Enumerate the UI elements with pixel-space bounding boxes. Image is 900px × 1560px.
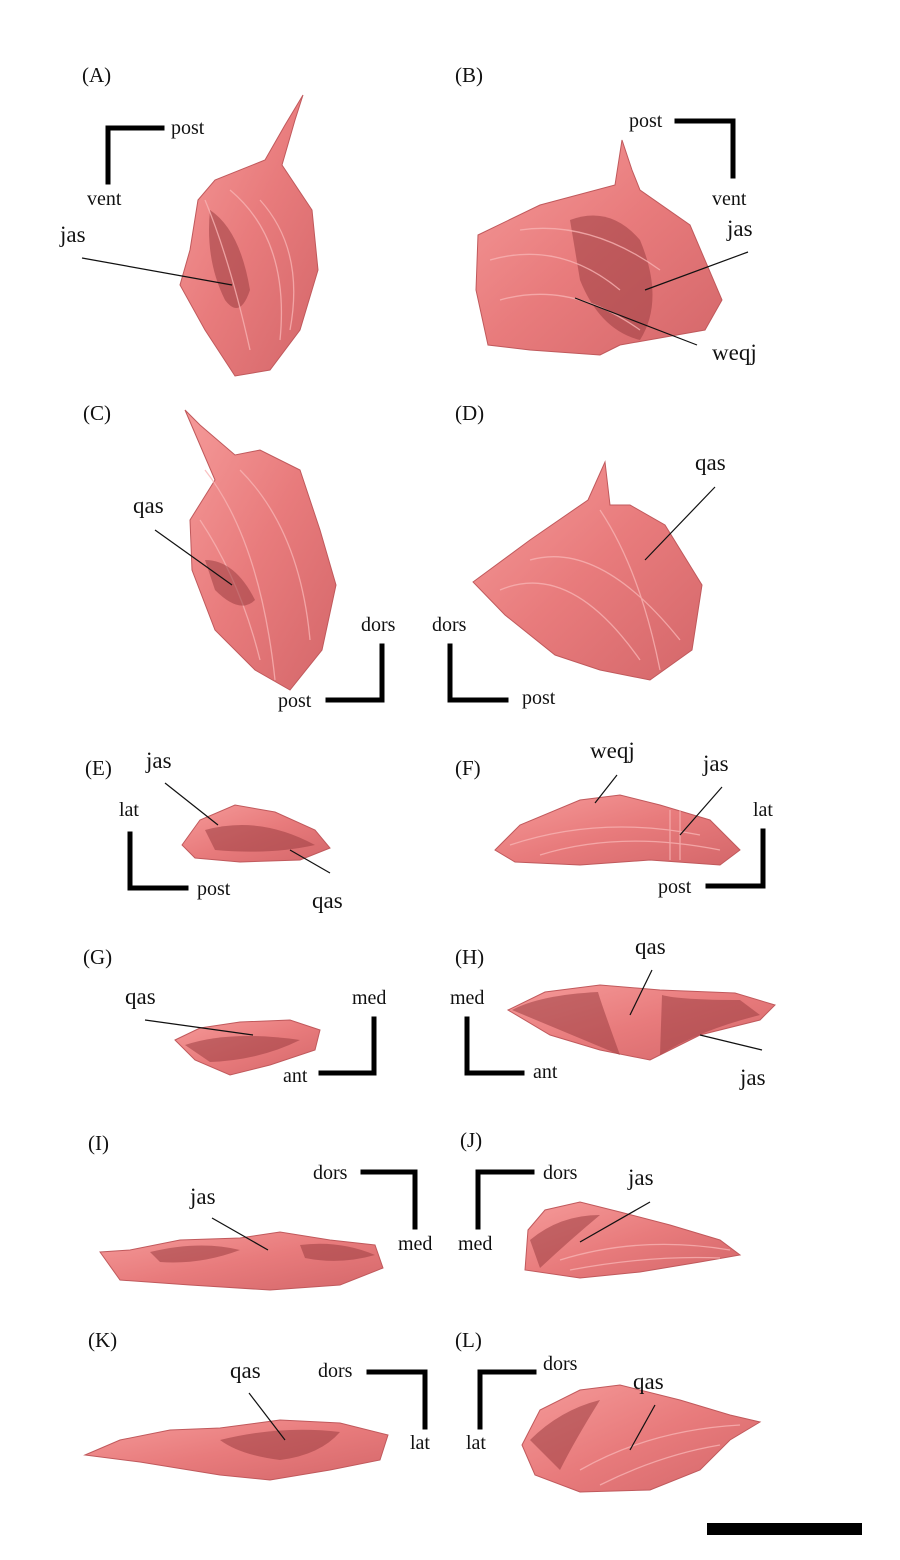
panel-a: (A) post vent jas bbox=[59, 63, 319, 377]
panel-h: (H) med ant qas jas bbox=[450, 934, 776, 1090]
leader-line bbox=[81, 257, 233, 286]
bone-render bbox=[179, 94, 319, 377]
leader-line bbox=[579, 1201, 651, 1243]
orientation-bracket bbox=[360, 1169, 418, 1230]
panel-label: (E) bbox=[85, 756, 112, 780]
annotation-label: jas bbox=[189, 1184, 216, 1209]
panel-f: (F) lat post weqj jas bbox=[455, 738, 773, 898]
orientation-bracket bbox=[674, 118, 736, 179]
annotation-label: qas bbox=[312, 888, 343, 913]
orientation-bracket bbox=[127, 831, 189, 891]
leader-line bbox=[248, 1392, 286, 1441]
direction-label: post bbox=[658, 876, 692, 898]
panel-c: (C) dors post qas bbox=[83, 401, 396, 712]
direction-label: dors bbox=[361, 614, 396, 636]
direction-label: med bbox=[458, 1233, 492, 1255]
orientation-bracket bbox=[477, 1369, 537, 1430]
orientation-bracket bbox=[447, 643, 509, 703]
direction-label: dors bbox=[432, 614, 467, 636]
annotation-label: jas bbox=[59, 222, 86, 247]
panel-i: (I) dors med jas bbox=[88, 1131, 432, 1291]
direction-label: post bbox=[197, 878, 231, 900]
orientation-bracket bbox=[318, 1016, 377, 1076]
leader-line bbox=[164, 782, 219, 826]
panel-d: (D) dors post qas bbox=[432, 401, 726, 709]
direction-label: dors bbox=[313, 1162, 348, 1184]
direction-label: post bbox=[522, 687, 556, 709]
panel-label: (K) bbox=[88, 1328, 117, 1352]
annotation-label: jas bbox=[702, 751, 729, 776]
annotation-label: jas bbox=[145, 748, 172, 773]
direction-label: lat bbox=[753, 799, 773, 821]
direction-label: post bbox=[629, 110, 663, 132]
direction-label: med bbox=[398, 1233, 432, 1255]
orientation-bracket bbox=[705, 828, 766, 889]
leader-line bbox=[644, 486, 716, 561]
annotation-label: qas bbox=[695, 450, 726, 475]
panel-label: (J) bbox=[460, 1128, 482, 1152]
leader-line bbox=[629, 1404, 656, 1451]
bone-render bbox=[184, 409, 337, 691]
direction-label: post bbox=[171, 117, 205, 139]
leader-line bbox=[574, 297, 698, 346]
panel-j: (J) dors med jas bbox=[458, 1128, 742, 1279]
direction-label: ant bbox=[283, 1065, 308, 1087]
leader-line bbox=[679, 786, 723, 836]
annotation-label: weqj bbox=[590, 738, 635, 763]
panel-b: (B) post vent jas weqj bbox=[455, 63, 757, 365]
direction-label: lat bbox=[466, 1432, 486, 1454]
scale-bar bbox=[707, 1523, 862, 1535]
annotation-label: jas bbox=[739, 1065, 766, 1090]
leader-line bbox=[594, 774, 618, 804]
orientation-bracket bbox=[105, 125, 165, 185]
bone-render bbox=[99, 1231, 384, 1291]
bone-render bbox=[83, 1419, 389, 1481]
panel-k: (K) dors lat qas bbox=[83, 1328, 430, 1481]
orientation-bracket bbox=[325, 643, 385, 703]
annotation-label: jas bbox=[726, 216, 753, 241]
direction-label: med bbox=[352, 987, 386, 1009]
direction-label: dors bbox=[543, 1353, 578, 1375]
panel-e: (E) lat post jas qas bbox=[85, 748, 343, 913]
orientation-bracket bbox=[464, 1016, 525, 1076]
panel-label: (H) bbox=[455, 945, 484, 969]
panel-label: (G) bbox=[83, 945, 112, 969]
panel-label: (L) bbox=[455, 1328, 482, 1352]
direction-label: post bbox=[278, 690, 312, 712]
direction-label: lat bbox=[119, 799, 139, 821]
panel-label: (D) bbox=[455, 401, 484, 425]
direction-label: med bbox=[450, 987, 484, 1009]
annotation-label: qas bbox=[230, 1358, 261, 1383]
orientation-bracket bbox=[475, 1169, 535, 1230]
direction-label: vent bbox=[87, 188, 122, 210]
direction-label: lat bbox=[410, 1432, 430, 1454]
annotation-label: qas bbox=[633, 1369, 664, 1394]
leader-line bbox=[699, 1034, 763, 1051]
leader-line bbox=[644, 251, 749, 291]
panel-label: (A) bbox=[82, 63, 111, 87]
direction-label: vent bbox=[712, 188, 747, 210]
leader-line bbox=[144, 1019, 254, 1036]
leader-line bbox=[289, 849, 331, 874]
leader-line bbox=[154, 529, 233, 586]
annotation-label: weqj bbox=[712, 340, 757, 365]
panel-label: (C) bbox=[83, 401, 111, 425]
bone-render bbox=[472, 460, 703, 681]
annotation-label: jas bbox=[627, 1165, 654, 1190]
panel-label: (I) bbox=[88, 1131, 109, 1155]
annotation-label: qas bbox=[133, 493, 164, 518]
panel-g: (G) med ant qas bbox=[83, 945, 386, 1087]
annotation-label: qas bbox=[125, 984, 156, 1009]
panel-l: (L) dors lat qas bbox=[455, 1328, 762, 1493]
panel-label: (F) bbox=[455, 756, 481, 780]
direction-label: dors bbox=[318, 1360, 353, 1382]
leader-line bbox=[629, 969, 653, 1016]
direction-label: dors bbox=[543, 1162, 578, 1184]
annotation-label: qas bbox=[635, 934, 666, 959]
leader-line bbox=[211, 1217, 269, 1251]
panel-label: (B) bbox=[455, 63, 483, 87]
bone-render bbox=[494, 794, 741, 866]
orientation-bracket bbox=[366, 1369, 428, 1430]
direction-label: ant bbox=[533, 1061, 558, 1083]
